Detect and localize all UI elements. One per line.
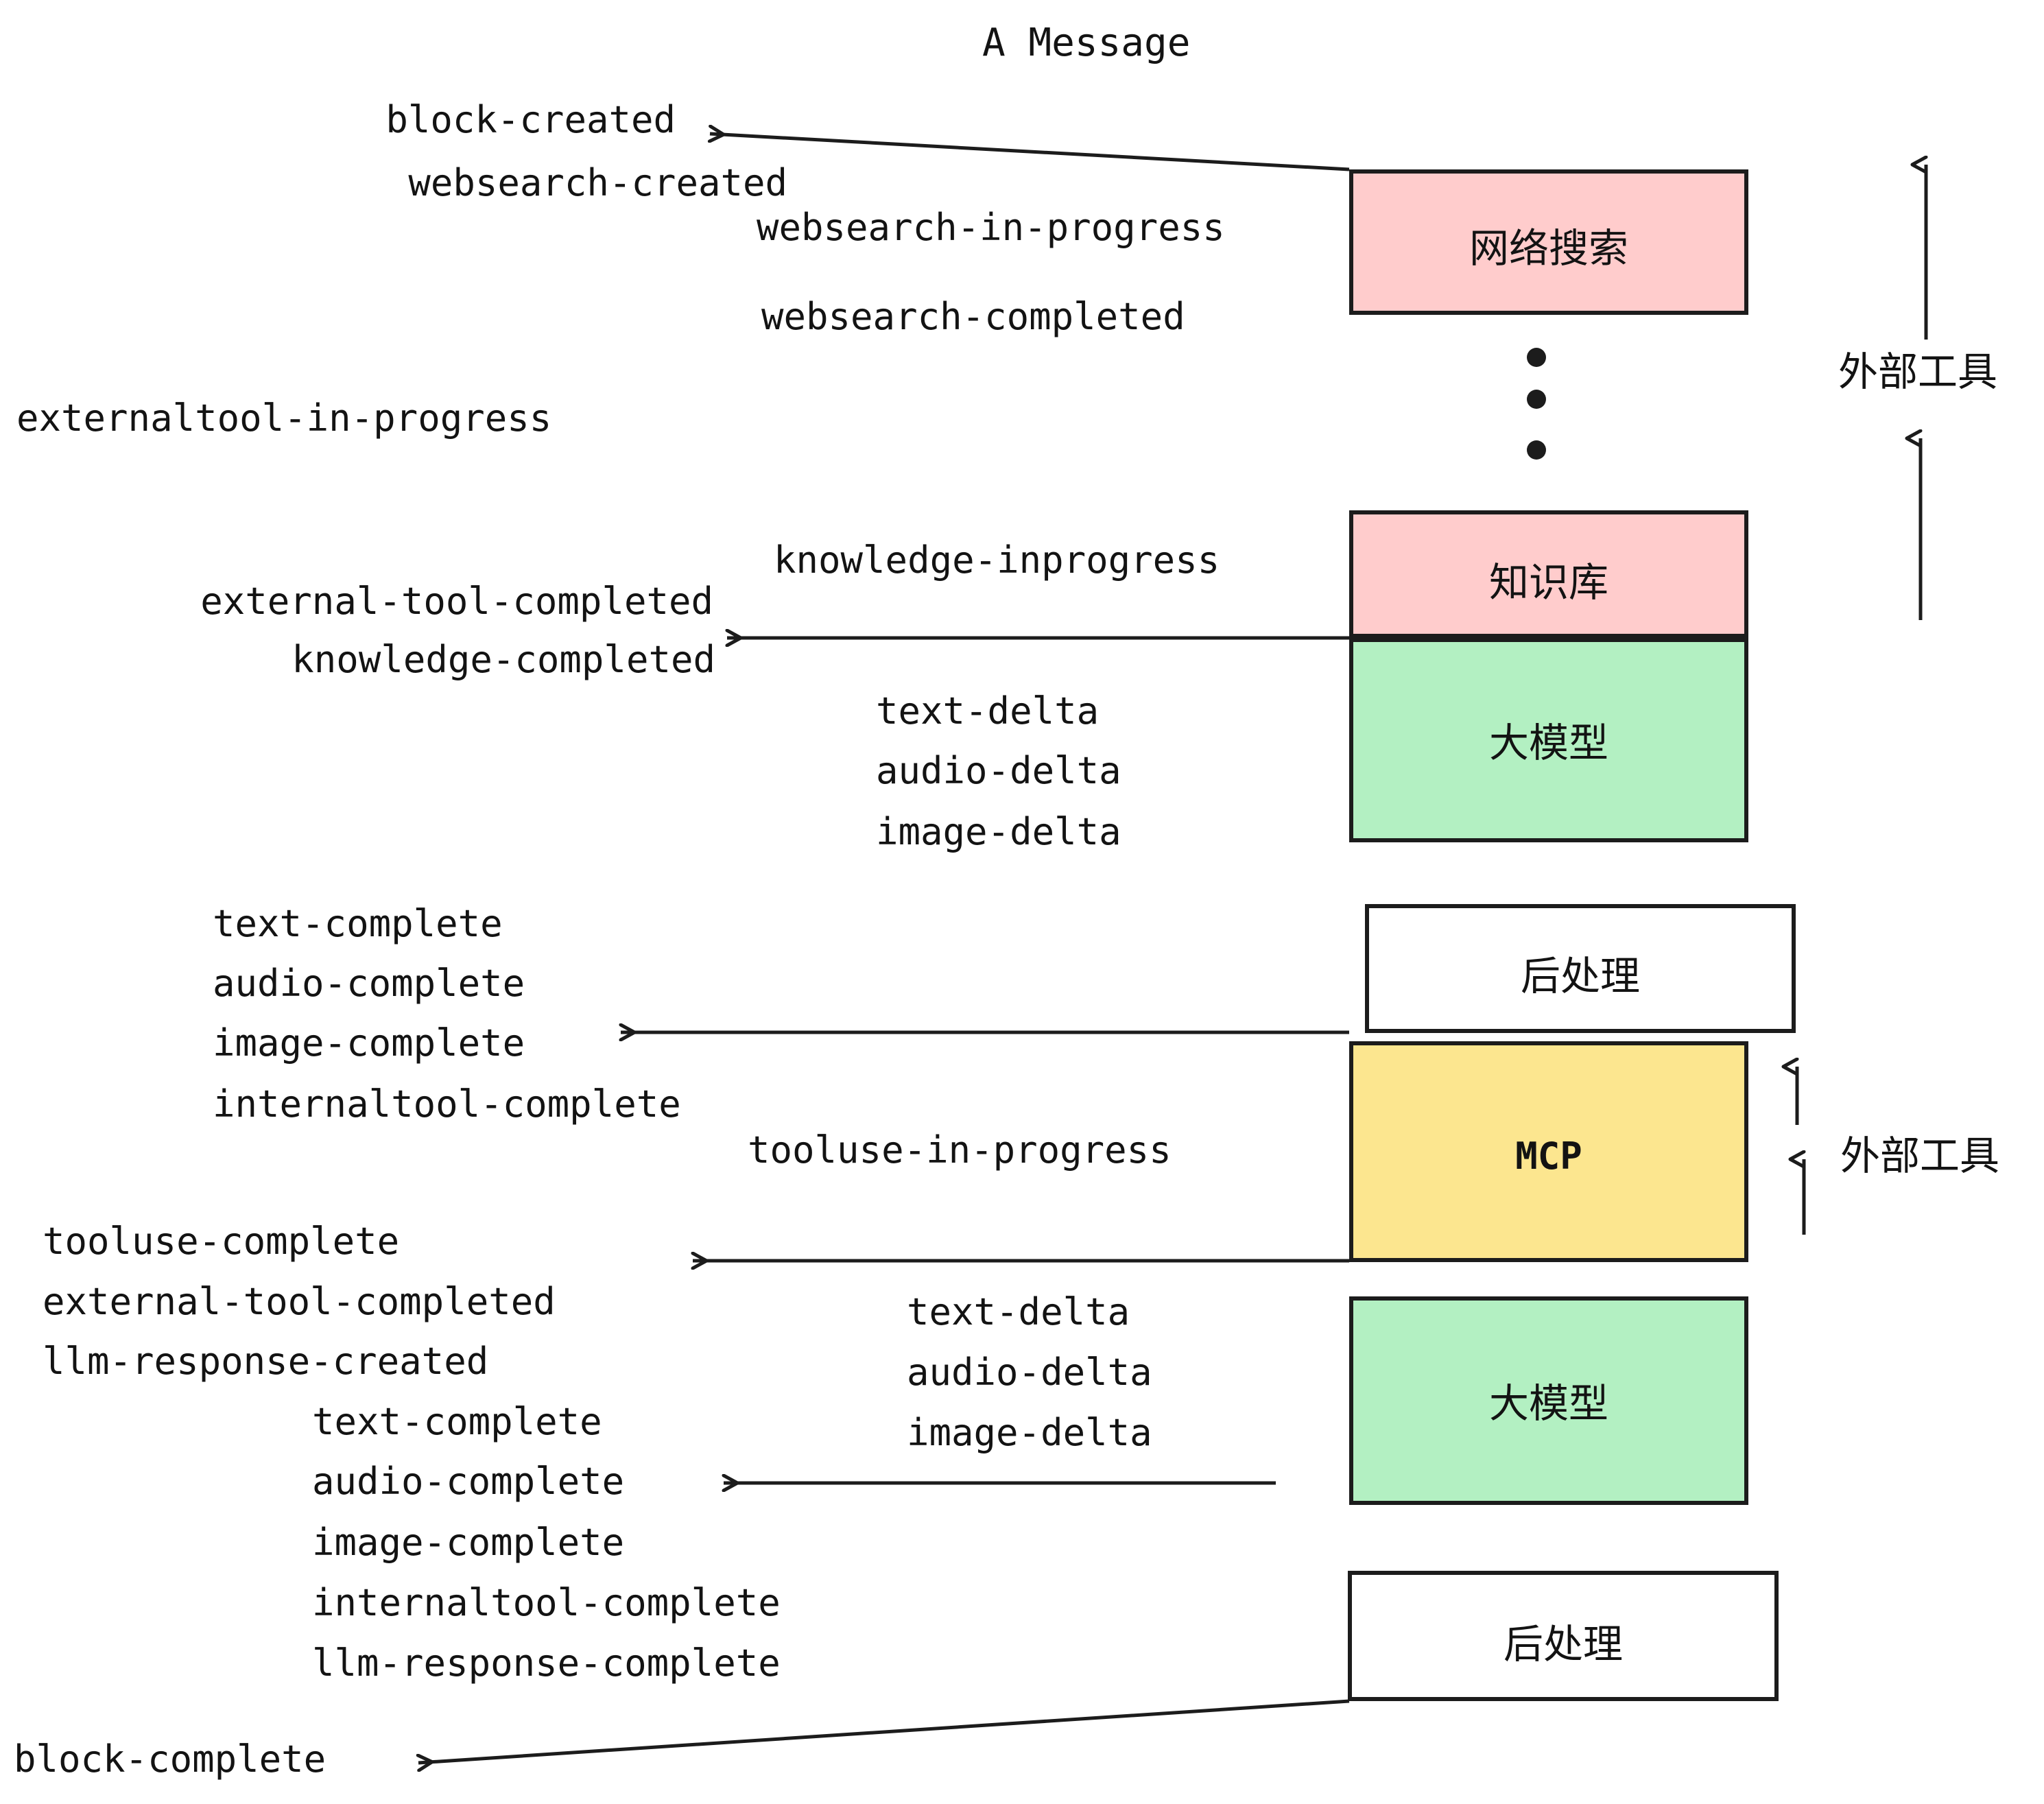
arrow-websearch-created (710, 134, 1350, 171)
event-label-text-complete-1: text-complete (213, 902, 503, 945)
external-tool-label-bottom: 外部工具 (1840, 1132, 2000, 1179)
event-label-audio-complete-2: audio-complete (312, 1460, 625, 1503)
node-llm-2-label: 大模型 (1488, 1380, 1609, 1427)
event-label-internaltool-complete-2: internaltool-complete (312, 1581, 781, 1624)
node-knowledge-label: 知识库 (1488, 559, 1609, 606)
event-label-websearch-completed: websearch-completed (761, 295, 1185, 338)
event-label-knowledge-completed: knowledge-completed (292, 638, 715, 681)
node-postprocess-2-label: 后处理 (1503, 1621, 1624, 1667)
event-label-audio-complete-1: audio-complete (213, 962, 525, 1005)
event-label-tooluse-complete: tooluse-complete (43, 1220, 400, 1263)
node-mcp[interactable]: MCP (1349, 1041, 1748, 1262)
node-websearch-label: 网络搜索 (1469, 225, 1629, 272)
node-llm-1-label: 大模型 (1488, 720, 1609, 766)
event-label-audio-delta-2: audio-delta (907, 1351, 1152, 1394)
node-llm-1[interactable]: 大模型 (1349, 638, 1748, 842)
node-postprocess-1-label: 后处理 (1520, 953, 1641, 999)
event-label-text-delta-1: text-delta (876, 689, 1100, 733)
event-label-internaltool-complete-1: internaltool-complete (213, 1082, 681, 1126)
event-label-image-complete-1: image-complete (213, 1021, 525, 1065)
event-label-image-complete-2: image-complete (312, 1521, 625, 1564)
event-label-llm-response-created: llm-response-created (43, 1340, 489, 1383)
event-label-external-tool-completed-2: external-tool-completed (43, 1280, 556, 1323)
diagram-title: A Message (982, 21, 1191, 65)
event-label-text-delta-2: text-delta (907, 1290, 1130, 1333)
node-llm-2[interactable]: 大模型 (1349, 1296, 1748, 1505)
event-label-llm-response-complete: llm-response-complete (312, 1641, 781, 1685)
event-label-websearch-created: websearch-created (408, 161, 787, 204)
event-label-audio-delta-1: audio-delta (876, 749, 1121, 792)
external-tool-range-arrow-bottom (1797, 1067, 1806, 1235)
arrow-block-complete (418, 1699, 1350, 1763)
event-label-externaltool-in-progress: externaltool-in-progress (16, 396, 552, 440)
event-label-block-complete: block-complete (14, 1737, 326, 1781)
node-postprocess-1[interactable]: 后处理 (1365, 904, 1796, 1033)
event-label-text-complete-2: text-complete (312, 1400, 602, 1443)
event-label-tooluse-in-progress: tooluse-in-progress (748, 1128, 1172, 1172)
event-label-websearch-in-progress: websearch-in-progress (757, 206, 1225, 249)
event-label-knowledge-inprogress: knowledge-inprogress (774, 538, 1220, 582)
event-label-image-delta-2: image-delta (907, 1411, 1152, 1454)
node-mcp-label: MCP (1515, 1135, 1582, 1178)
event-label-block-created: block-created (385, 98, 676, 141)
event-label-image-delta-1: image-delta (876, 810, 1121, 853)
node-knowledge[interactable]: 知识库 (1349, 510, 1748, 638)
external-tool-label-top: 外部工具 (1838, 348, 1998, 395)
node-postprocess-2[interactable]: 后处理 (1348, 1571, 1779, 1701)
node-websearch[interactable]: 网络搜索 (1349, 169, 1748, 315)
event-label-external-tool-completed-1: external-tool-completed (200, 580, 713, 623)
